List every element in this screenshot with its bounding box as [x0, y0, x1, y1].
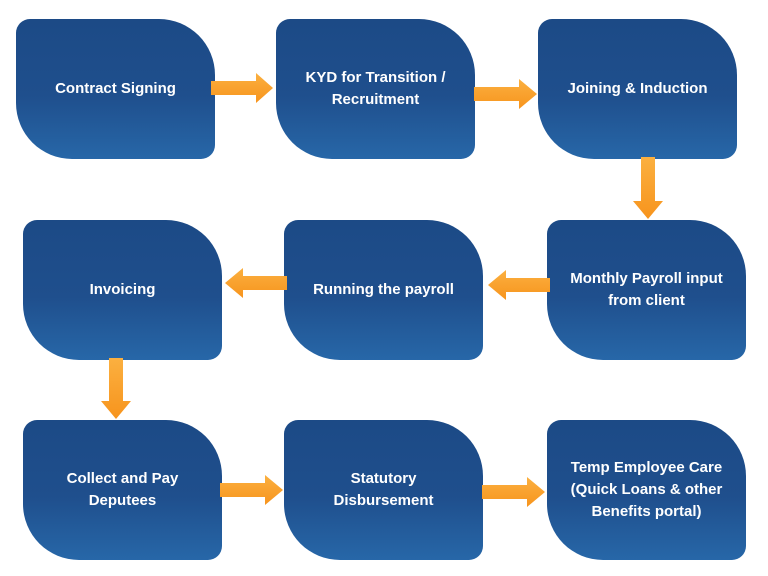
step-contract-signing: Contract Signing — [16, 19, 215, 159]
step-label: Temp Employee Care (Quick Loans & other … — [570, 459, 723, 520]
arrow-left-icon — [488, 270, 550, 300]
step-label: Monthly Payroll input from client — [570, 270, 723, 309]
arrow-right-icon — [211, 73, 273, 103]
step-label: Invoicing — [89, 281, 156, 298]
arrow-right-icon — [482, 477, 545, 507]
step-label: Collect and Pay Deputees — [66, 470, 179, 509]
arrow-right-icon — [220, 475, 283, 505]
step-statutory-disbursement: Statutory Disbursement — [284, 420, 483, 560]
step-label: Joining & Induction — [567, 80, 708, 97]
step-temp-employee-care: Temp Employee Care (Quick Loans & other … — [547, 420, 746, 560]
arrow-down-icon — [101, 358, 131, 419]
arrow-down-icon — [633, 157, 663, 219]
step-monthly-payroll-input: Monthly Payroll input from client — [547, 220, 746, 360]
step-label: KYD for Transition / Recruitment — [305, 69, 446, 108]
step-label: Statutory Disbursement — [333, 470, 434, 509]
arrow-left-icon — [225, 268, 287, 298]
step-running-payroll: Running the payroll — [284, 220, 483, 360]
step-label: Running the payroll — [313, 281, 454, 298]
step-invoicing: Invoicing — [23, 220, 222, 360]
step-kyd-transition-recruitment: KYD for Transition / Recruitment — [276, 19, 475, 159]
arrow-right-icon — [474, 79, 537, 109]
step-collect-pay-deputees: Collect and Pay Deputees — [23, 420, 222, 560]
step-joining-induction: Joining & Induction — [538, 19, 737, 159]
step-label: Contract Signing — [55, 80, 176, 97]
